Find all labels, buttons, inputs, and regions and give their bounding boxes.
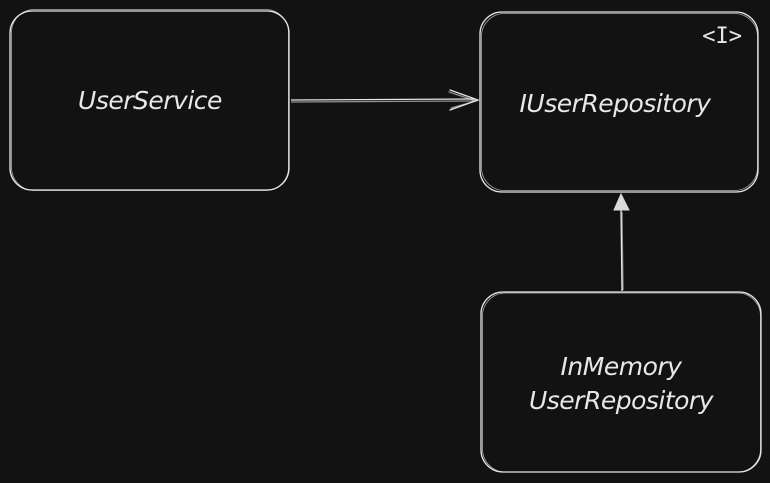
interface-stereotype-label: <I> — [702, 24, 742, 49]
edge-implements — [613, 192, 630, 292]
iuser-repository-label: IUserRepository — [520, 89, 713, 118]
inmemory-label-line2: UserRepository — [529, 386, 715, 415]
edge-uses-dependency — [290, 89, 480, 111]
node-iuser-repository[interactable]: <I> IUserRepository — [479, 11, 759, 193]
inmemory-label-line1: InMemory — [561, 352, 684, 381]
filled-arrowhead — [613, 192, 630, 211]
open-arrowhead — [449, 89, 480, 111]
user-service-label: UserService — [78, 86, 222, 115]
node-inmemory-user-repository[interactable]: InMemory UserRepository — [480, 291, 762, 473]
node-user-service[interactable]: UserService — [9, 9, 290, 191]
